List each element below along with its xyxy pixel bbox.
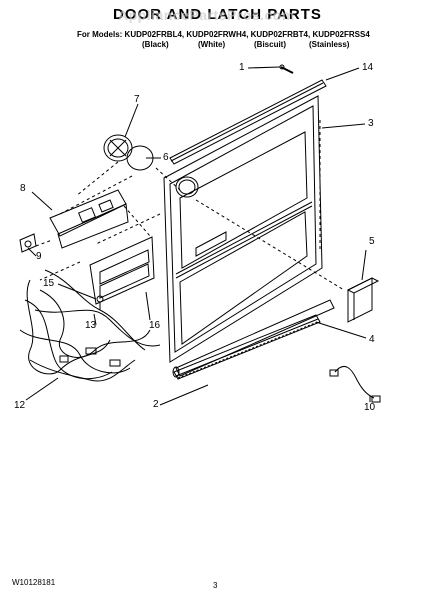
callout-10: 10 [364,402,376,413]
document-id: W10128181 [12,578,56,587]
callout-8: 8 [20,183,26,194]
callout-5: 5 [369,236,375,247]
callout-6: 6 [163,152,169,163]
callout-7: 7 [134,94,140,105]
callout-leader-lines [25,66,371,406]
color-biscuit: (Biscuit) [254,40,286,49]
callout-2: 2 [153,399,159,410]
page-title: DOOR AND LATCH PARTS [113,6,322,23]
wire-harness [19,269,161,382]
top-trim-strip [169,79,327,165]
models-line: For Models: KUDP02FRBL4, KUDP02FRWH4, KU… [77,30,370,39]
assembly-guide-lines [35,161,345,291]
screw-part-15 [96,295,104,310]
lower-trim [172,299,335,378]
color-white: (White) [198,40,226,49]
callout-12: 12 [14,400,26,411]
vent-part [346,277,380,323]
callout-15: 15 [43,278,55,289]
callout-14: 14 [362,62,374,73]
callout-3: 3 [368,118,374,129]
color-black: (Black) [142,40,169,49]
page-number: 3 [213,581,218,590]
inner-door-panel [163,95,323,363]
callout-13: 13 [85,320,97,331]
callout-1: 1 [239,62,245,73]
watermark: AppliancePartsPros.com [118,7,295,23]
dispenser-gasket [103,134,154,171]
color-stainless: (Stainless) [309,40,350,49]
wire-with-plug [329,366,381,403]
callout-9: 9 [36,251,42,262]
control-board [89,236,155,305]
screw-part-1 [279,64,294,74]
callout-16: 16 [149,320,161,331]
latch-assembly [19,189,129,253]
callout-4: 4 [369,334,375,345]
